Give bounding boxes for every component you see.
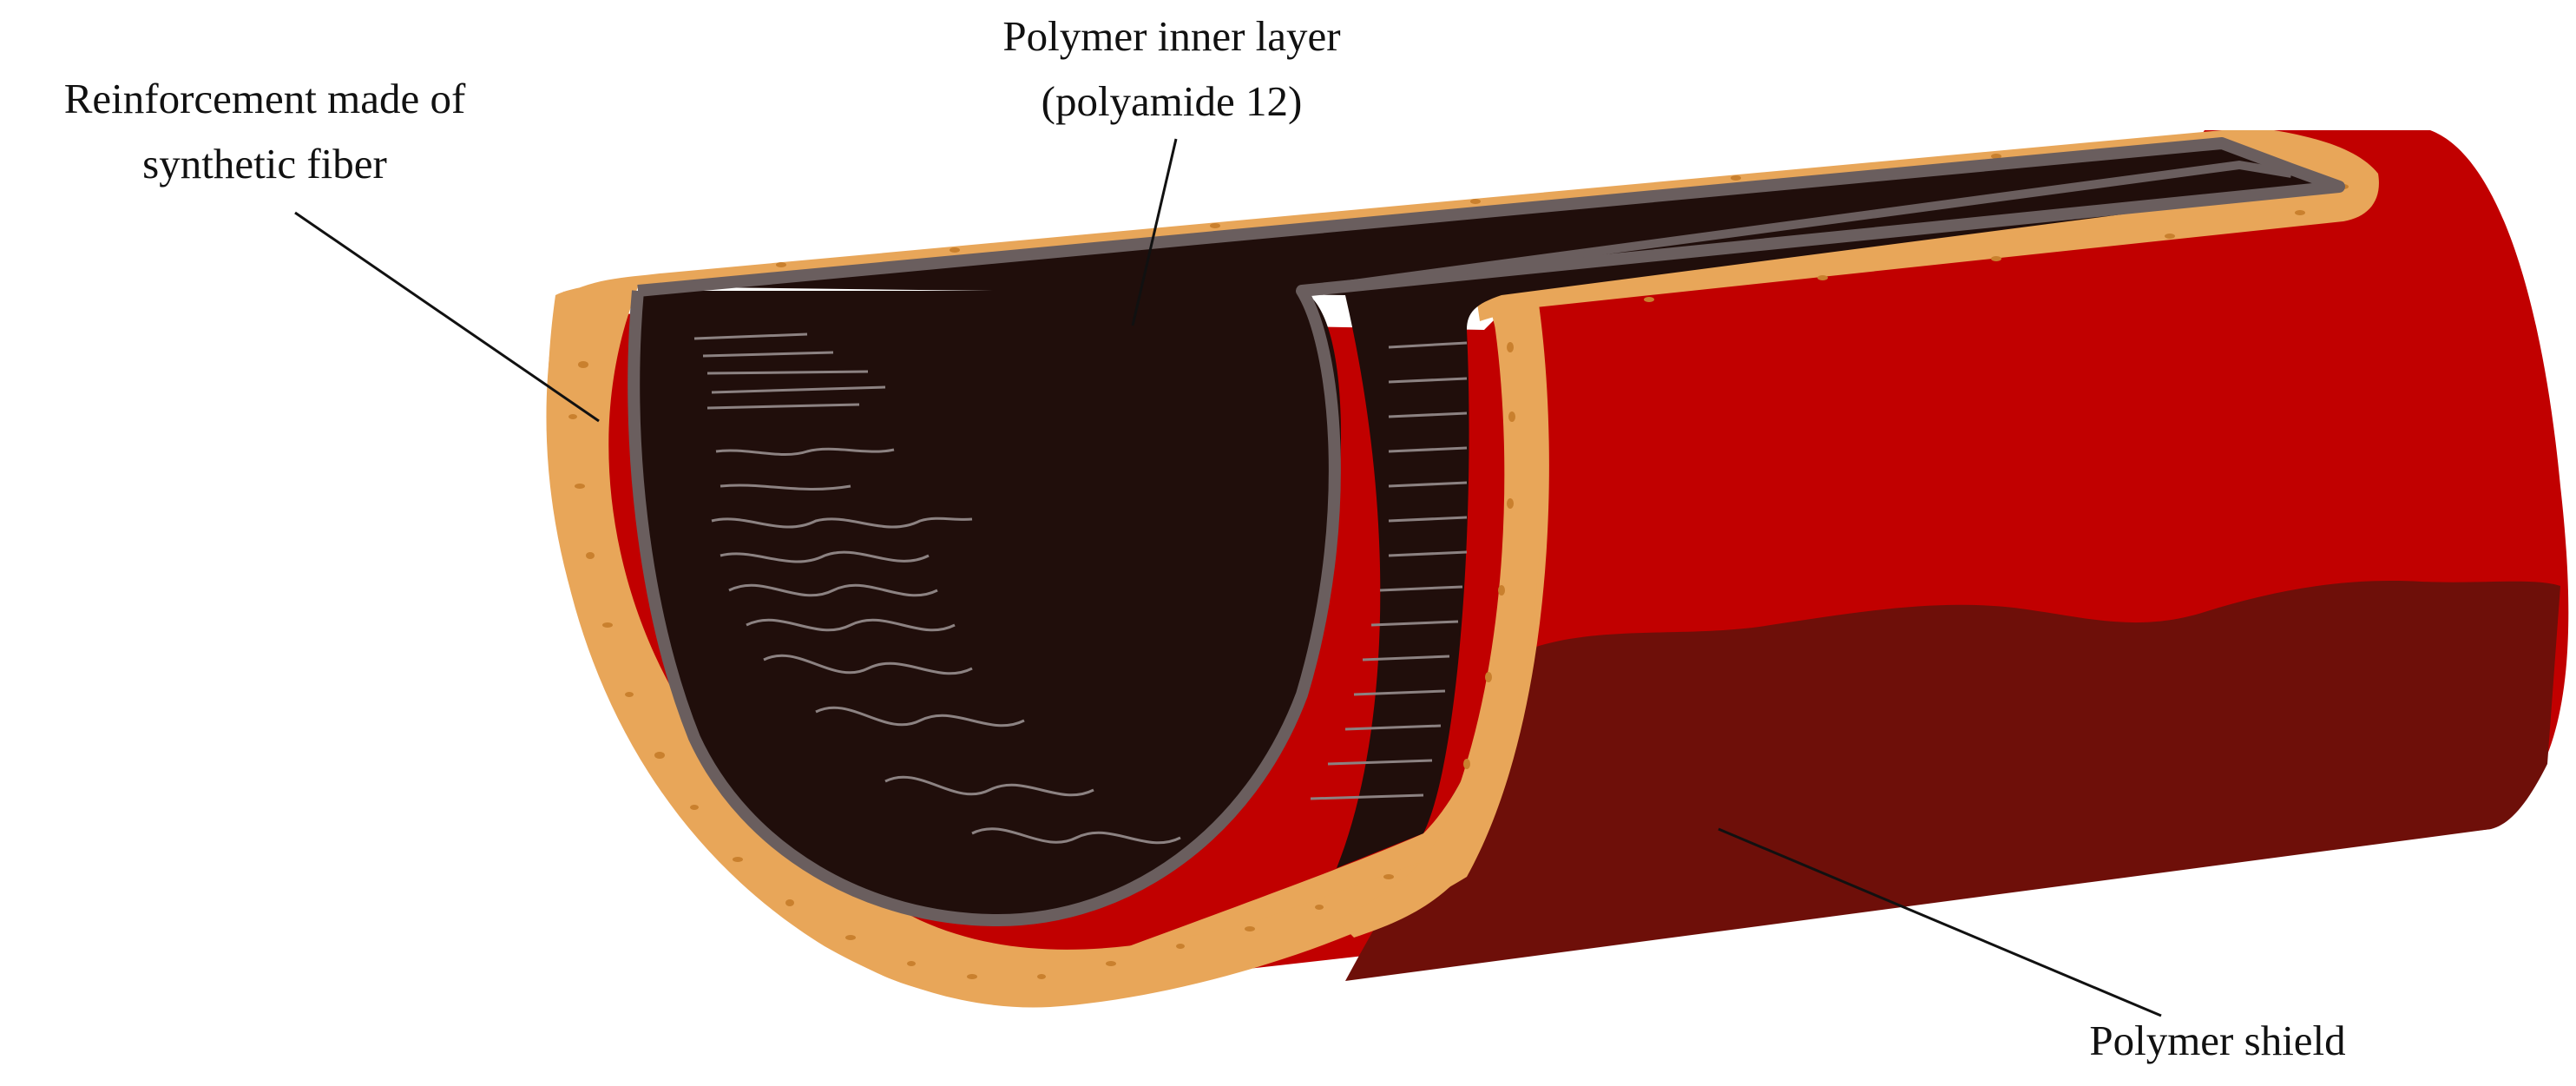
polymer-inner-layer <box>628 137 2345 926</box>
label-inner-layer-line1: Polymer inner layer <box>1002 12 1340 60</box>
inner-rim-top <box>1301 160 2292 295</box>
label-polymer-shield: Polymer shield <box>2089 1017 2345 1064</box>
inner-tube-surface <box>638 139 2335 868</box>
leader-line-reinforcement <box>294 211 600 423</box>
label-reinforcement-line2: synthetic fiber <box>142 140 387 188</box>
leader-lines <box>294 138 2162 1017</box>
fiber-speckles <box>568 154 2349 979</box>
shield-shadow <box>1345 581 2560 981</box>
fiber-cut-edge <box>1337 293 1544 938</box>
inner-rim <box>628 137 2345 926</box>
leader-line-inner-layer <box>1131 138 1178 326</box>
leader-line-shield <box>1718 827 2162 1017</box>
inner-hatching <box>693 332 1468 845</box>
inner-half-disk <box>634 291 1341 920</box>
label-reinforcement-line1: Reinforcement made of <box>64 75 466 122</box>
label-inner-layer-line2: (polyamide 12) <box>1042 77 1303 125</box>
